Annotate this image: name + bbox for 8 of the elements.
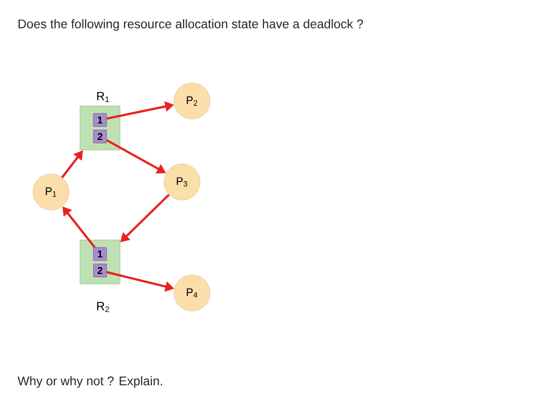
- question-text: Why or why not ? Explain.: [18, 376, 162, 388]
- node-label: R$_{1}$: [97, 92, 109, 102]
- instance-square: 1: [93, 247, 107, 261]
- instance-square: 2: [93, 264, 107, 278]
- instance-square: 1: [93, 113, 107, 127]
- title: Does the following resource allocation state have a deadlock ?: [18, 19, 364, 31]
- node-label: R$_{2}$: [97, 302, 109, 312]
- instance-square: 2: [93, 130, 107, 144]
